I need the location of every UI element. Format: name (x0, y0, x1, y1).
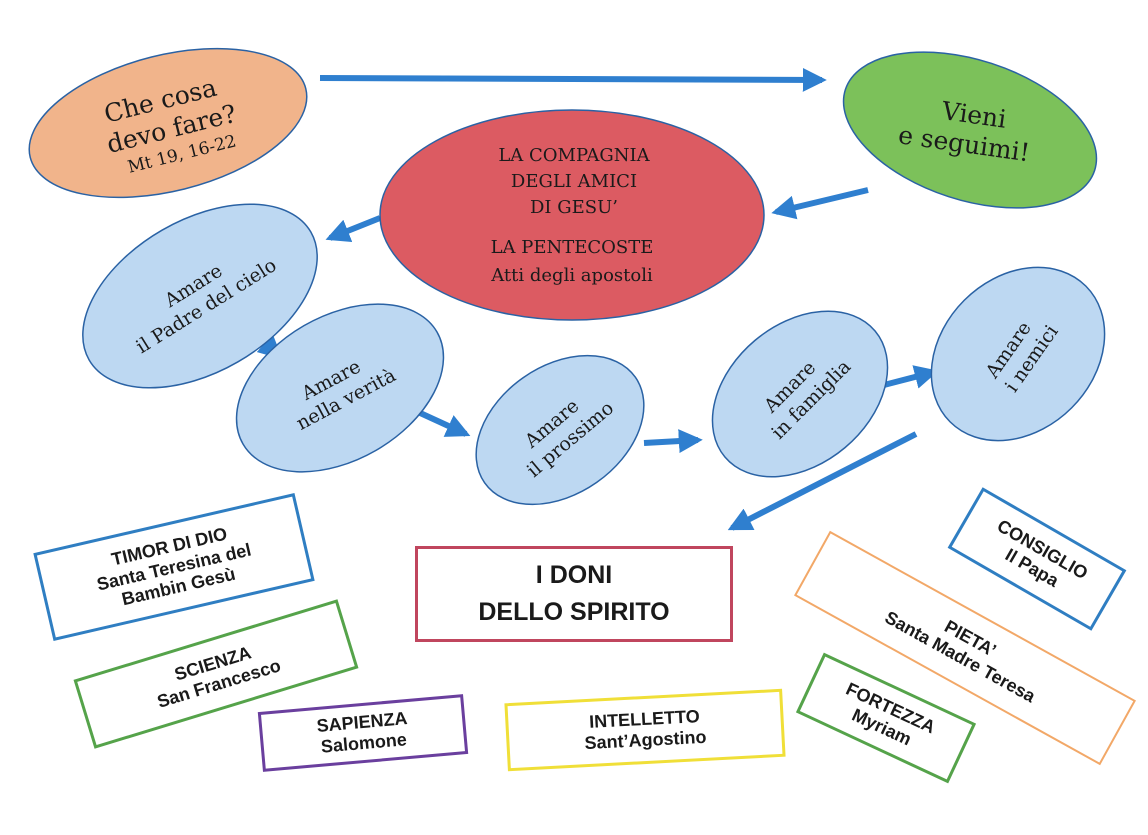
oval-love-father: Amare il Padre del cielo (82, 203, 318, 389)
arrows (245, 67, 939, 531)
arrow-start-to-call (319, 67, 827, 92)
center-line3: DI GESU’ (530, 197, 618, 218)
center-line2: DEGLI AMICI (511, 171, 637, 192)
gifts-title-line1: I DONI (535, 560, 613, 589)
oval-center-community: LA COMPAGNIA DEGLI AMICI DI GESU’ LA PEN… (379, 109, 765, 321)
center-line1: LA COMPAGNIA (498, 145, 650, 166)
gifts-title-line2: DELLO SPIRITO (478, 598, 670, 626)
center-line4: LA PENTECOSTE (491, 237, 654, 258)
gifts-title-box: I DONI DELLO SPIRITO (415, 546, 733, 642)
arrow-neighbor-to-family (643, 429, 703, 454)
arrow-family-to-enemies (883, 365, 939, 389)
oval-love-family: Amare in famiglia (711, 310, 889, 478)
oval-start-question: Che cosa devo fare? Mt 19, 16-22 (28, 47, 308, 199)
arrow-call-to-center (771, 187, 869, 220)
arrow-truth-to-neighbor (416, 409, 471, 437)
arrow-center-to-father (325, 215, 382, 243)
oval-love-truth: Amare nella verità (235, 303, 445, 473)
oval-love-neighbor: Amare il prossimo (475, 354, 645, 506)
arrow-enemies-to-gifts (727, 431, 918, 531)
gift-box-intelletto: INTELLETTO Sant’Agostino (504, 688, 786, 772)
center-line5: Atti degli apostoli (490, 265, 653, 286)
oval-call: Vieni e seguimi! (842, 51, 1098, 209)
oval-love-enemies: Amare i nemici (930, 266, 1106, 442)
